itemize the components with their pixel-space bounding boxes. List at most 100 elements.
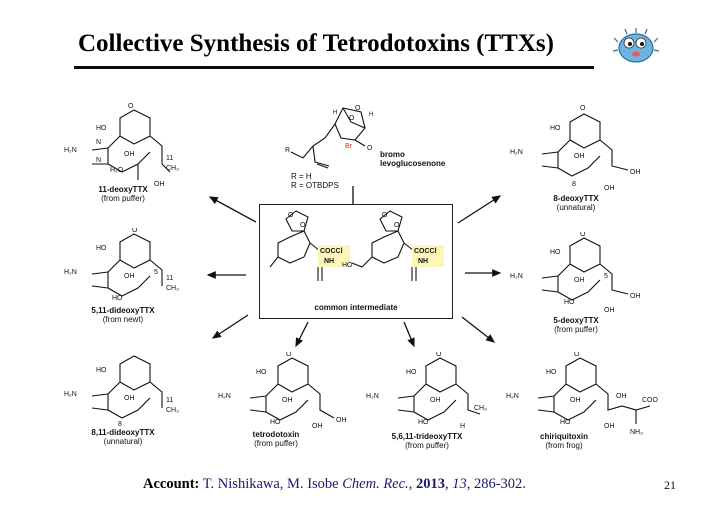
arrow-to-8-deoxy: [457, 195, 502, 224]
svg-text:CH₃: CH₃: [166, 165, 179, 172]
compound-8-deoxy-ttx: 8-deoxyTTX (unnatural): [553, 194, 599, 212]
svg-text:OH: OH: [574, 153, 585, 160]
svg-text:COCCl: COCCl: [320, 248, 343, 255]
compound-chiriquitoxin: chiriquitoxin (from frog): [540, 432, 588, 450]
structure-5-11-dideoxy-ttx: O HO H₂N OH 5 11 CH₃ HO: [64, 228, 179, 302]
reference-label: Account:: [143, 476, 200, 492]
reference-citation: Account: T. Nishikawa, M. Isobe Chem. Re…: [143, 476, 526, 492]
svg-text:O: O: [394, 222, 400, 229]
svg-text:H₂N: H₂N: [510, 149, 523, 156]
svg-text:HO: HO: [406, 369, 417, 376]
compound-tetrodotoxin: tetrodotoxin (from puffer): [252, 430, 300, 448]
svg-text:HO: HO: [96, 367, 107, 374]
title-underline: [74, 66, 594, 69]
structure-8-11-dideoxy-ttx: HO H₂N OH 8 11 CH₃: [64, 355, 179, 428]
arrow-to-trideoxy: [403, 321, 415, 348]
svg-text:O: O: [580, 105, 586, 112]
svg-text:HO: HO: [112, 295, 123, 302]
svg-text:NH: NH: [418, 258, 428, 265]
svg-text:H: H: [369, 112, 373, 118]
compound-5-6-11-trideoxy-ttx: 5,6,11-trideoxyTTX (from puffer): [391, 432, 463, 450]
svg-text:COO: COO: [642, 397, 659, 404]
svg-text:11: 11: [166, 275, 173, 282]
svg-text:CH₃: CH₃: [166, 285, 179, 292]
reference-authors: T. Nishikawa, M. Isobe: [202, 476, 339, 492]
svg-text:OH: OH: [124, 273, 135, 280]
reference-year: 2013: [415, 476, 445, 492]
svg-text:O: O: [580, 232, 586, 238]
svg-text:11: 11: [166, 397, 173, 404]
svg-text:HO: HO: [550, 249, 561, 256]
svg-text:HO: HO: [342, 262, 353, 269]
svg-text:OH: OH: [124, 395, 135, 402]
svg-text:OH: OH: [604, 307, 615, 314]
svg-text:OH: OH: [154, 181, 165, 188]
svg-text:5: 5: [154, 269, 158, 276]
svg-text:O: O: [367, 145, 373, 152]
svg-text:OH: OH: [312, 423, 323, 430]
page-number: 21: [664, 478, 676, 492]
svg-text:H: H: [460, 423, 465, 430]
svg-text:OH: OH: [616, 393, 627, 400]
svg-text:CH₃: CH₃: [474, 405, 487, 412]
svg-text:OH: OH: [336, 417, 347, 424]
svg-text:H₂O: H₂O: [110, 167, 124, 174]
svg-text:OH: OH: [630, 293, 641, 300]
structure-11-deoxy-ttx: O HO H₂N N N OH H₂O 11 CH₃ OH: [64, 103, 179, 188]
start-material-name: bromo levoglucosenone: [380, 150, 446, 168]
svg-text:OH: OH: [124, 151, 135, 158]
svg-text:N: N: [96, 157, 101, 164]
arrow-to-chiriquitoxin: [461, 316, 496, 343]
svg-text:O: O: [300, 222, 306, 229]
svg-text:OH: OH: [570, 397, 581, 404]
svg-text:H₂N: H₂N: [64, 269, 77, 276]
svg-text:H₂N: H₂N: [506, 393, 519, 400]
structure-8-deoxy-ttx: O HO H₂N OH 8 OH OH: [510, 105, 641, 192]
compound-8-11-dideoxy-ttx: 8,11-dideoxyTTX (unnatural): [91, 428, 155, 446]
compound-5-11-dideoxy-ttx: 5,11-dideoxyTTX (from newt): [91, 306, 155, 324]
svg-text:HO: HO: [564, 299, 575, 306]
svg-text:Br: Br: [345, 143, 353, 150]
structure-chiriquitoxin: O HO H₂N OH HO OH COO NH₃ OH: [506, 352, 659, 436]
svg-text:O: O: [382, 212, 388, 219]
svg-text:HO: HO: [560, 419, 571, 426]
svg-text:H₂N: H₂N: [64, 391, 77, 398]
compound-5-deoxy-ttx: 5-deoxyTTX (from puffer): [553, 316, 599, 334]
svg-text:O: O: [355, 105, 361, 112]
svg-text:HO: HO: [256, 369, 267, 376]
intermediate-structures: O O O O COCCl NH COCCl NH HO: [269, 210, 444, 281]
svg-text:OH: OH: [630, 169, 641, 176]
svg-text:OH: OH: [574, 277, 585, 284]
slide-title: Collective Synthesis of Tetrodotoxins (T…: [78, 30, 554, 57]
compound-11-deoxy-ttx: 11-deoxyTTX (from puffer): [98, 185, 148, 203]
svg-text:O: O: [574, 352, 580, 358]
r-group-definitions: R = H R = OTBDPS: [291, 172, 339, 190]
reference-pages: , 286-302.: [466, 476, 526, 492]
svg-text:HO: HO: [418, 419, 429, 426]
svg-text:H₂N: H₂N: [510, 273, 523, 280]
reference-volume: 13: [452, 476, 467, 492]
svg-text:H₂N: H₂N: [218, 393, 231, 400]
svg-text:O: O: [132, 228, 138, 234]
reference-journal: Chem. Rec.: [342, 476, 409, 492]
svg-text:11: 11: [166, 155, 173, 162]
svg-text:O: O: [288, 212, 294, 219]
svg-text:HO: HO: [96, 125, 107, 132]
svg-text:OH: OH: [604, 423, 615, 430]
svg-text:NH: NH: [324, 258, 334, 265]
structure-5-6-11-trideoxy-ttx: O HO H₂N OH HO CH₃ H: [366, 352, 487, 430]
common-intermediate-box: O O O O COCCl NH COCCl NH HO common inte…: [259, 204, 453, 319]
arrow-to-11-deoxy: [208, 196, 257, 223]
svg-text:HO: HO: [550, 125, 561, 132]
arrow-to-tetrodotoxin: [295, 321, 309, 348]
svg-text:5: 5: [604, 273, 608, 280]
svg-text:N: N: [96, 139, 101, 146]
svg-text:CH₃: CH₃: [166, 407, 179, 414]
svg-text:OH: OH: [282, 397, 293, 404]
svg-text:H₂N: H₂N: [366, 393, 379, 400]
svg-text:R: R: [285, 147, 290, 154]
svg-text:O: O: [128, 103, 134, 110]
svg-text:H: H: [333, 110, 337, 116]
structure-tetrodotoxin: O HO H₂N OH HO OH OH: [218, 352, 347, 430]
